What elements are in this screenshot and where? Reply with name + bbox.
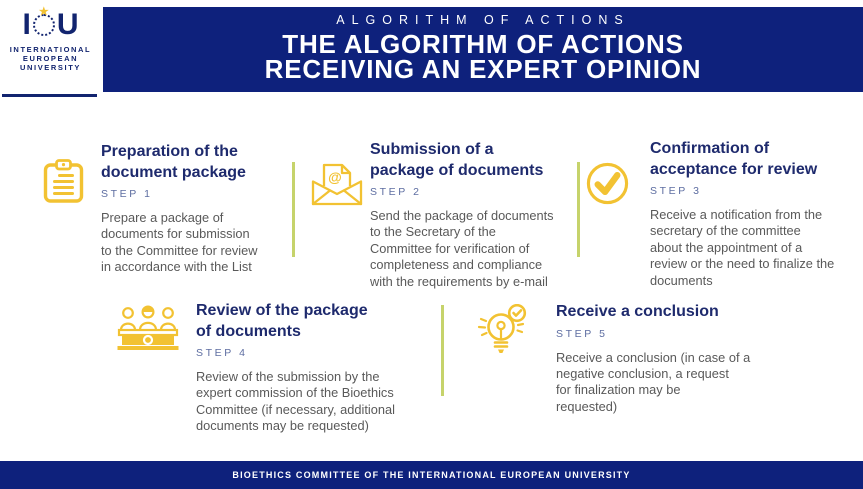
header-banner: ALGORITHM OF ACTIONS THE ALGORITHM OF AC… — [103, 7, 863, 92]
step-3-title: Confirmation of acceptance for review — [650, 140, 818, 178]
step-5-title: Receive a conclusion — [556, 303, 719, 320]
logo-letter-i: I — [22, 8, 31, 41]
step-4-label: STEP 4 — [196, 347, 248, 359]
step-5-description: Receive a conclusion (in case of a negat… — [556, 349, 751, 414]
divider-line — [292, 162, 295, 257]
footer-banner: BIOETHICS COMMITTEE OF THE INTERNATIONAL… — [0, 461, 863, 489]
checkmark-icon — [585, 161, 630, 211]
lightbulb-icon — [474, 303, 530, 363]
header-eyebrow: ALGORITHM OF ACTIONS — [336, 13, 630, 27]
clipboard-icon — [40, 158, 87, 209]
footer-text: BIOETHICS COMMITTEE OF THE INTERNATIONAL… — [232, 470, 631, 480]
step-2-block: Submission of a package of documents STE… — [370, 140, 584, 290]
eu-star-ring-icon: ★ — [32, 7, 55, 36]
eu-star-icon: ★ — [38, 6, 49, 18]
step-2-description: Send the package of documents to the Sec… — [370, 208, 554, 289]
step-3-block: Confirmation of acceptance for review ST… — [650, 139, 862, 289]
step-2-title: Submission of a package of documents — [370, 141, 544, 179]
logo-acronym: I ★ U — [0, 7, 101, 41]
step-1-label: STEP 1 — [101, 188, 153, 200]
step-3-description: Receive a notification from the secretar… — [650, 207, 835, 288]
step-5-label: STEP 5 — [556, 327, 608, 340]
step-4-block: Review of the package of documents STEP … — [196, 301, 448, 435]
step-4-title: Review of the package of documents — [196, 302, 368, 340]
step-5-block: Receive a conclusion STEP 5 Receive a co… — [556, 302, 798, 415]
step-4-description: Review of the submission by the expert c… — [196, 369, 395, 434]
divider-line — [577, 162, 580, 257]
step-1-description: Prepare a package of documents for submi… — [101, 210, 258, 275]
logo-org-name: INTERNATIONAL EUROPEAN UNIVERSITY — [9, 45, 92, 72]
svg-text:@: @ — [328, 169, 342, 185]
step-3-label: STEP 3 — [650, 185, 702, 197]
step-1-block: Preparation of the document package STEP… — [101, 142, 293, 276]
logo-letter-u: U — [56, 8, 79, 41]
university-logo: I ★ U INTERNATIONAL EUROPEAN UNIVERSITY — [0, 0, 101, 92]
divider-line — [441, 305, 444, 396]
committee-icon — [117, 303, 179, 356]
step-1-title: Preparation of the document package — [101, 143, 246, 181]
page-title: THE ALGORITHM OF ACTIONS RECEIVING AN EX… — [264, 29, 702, 84]
step-2-label: STEP 2 — [370, 186, 422, 198]
logo-underline — [2, 94, 97, 97]
email-icon: @ — [308, 160, 366, 211]
